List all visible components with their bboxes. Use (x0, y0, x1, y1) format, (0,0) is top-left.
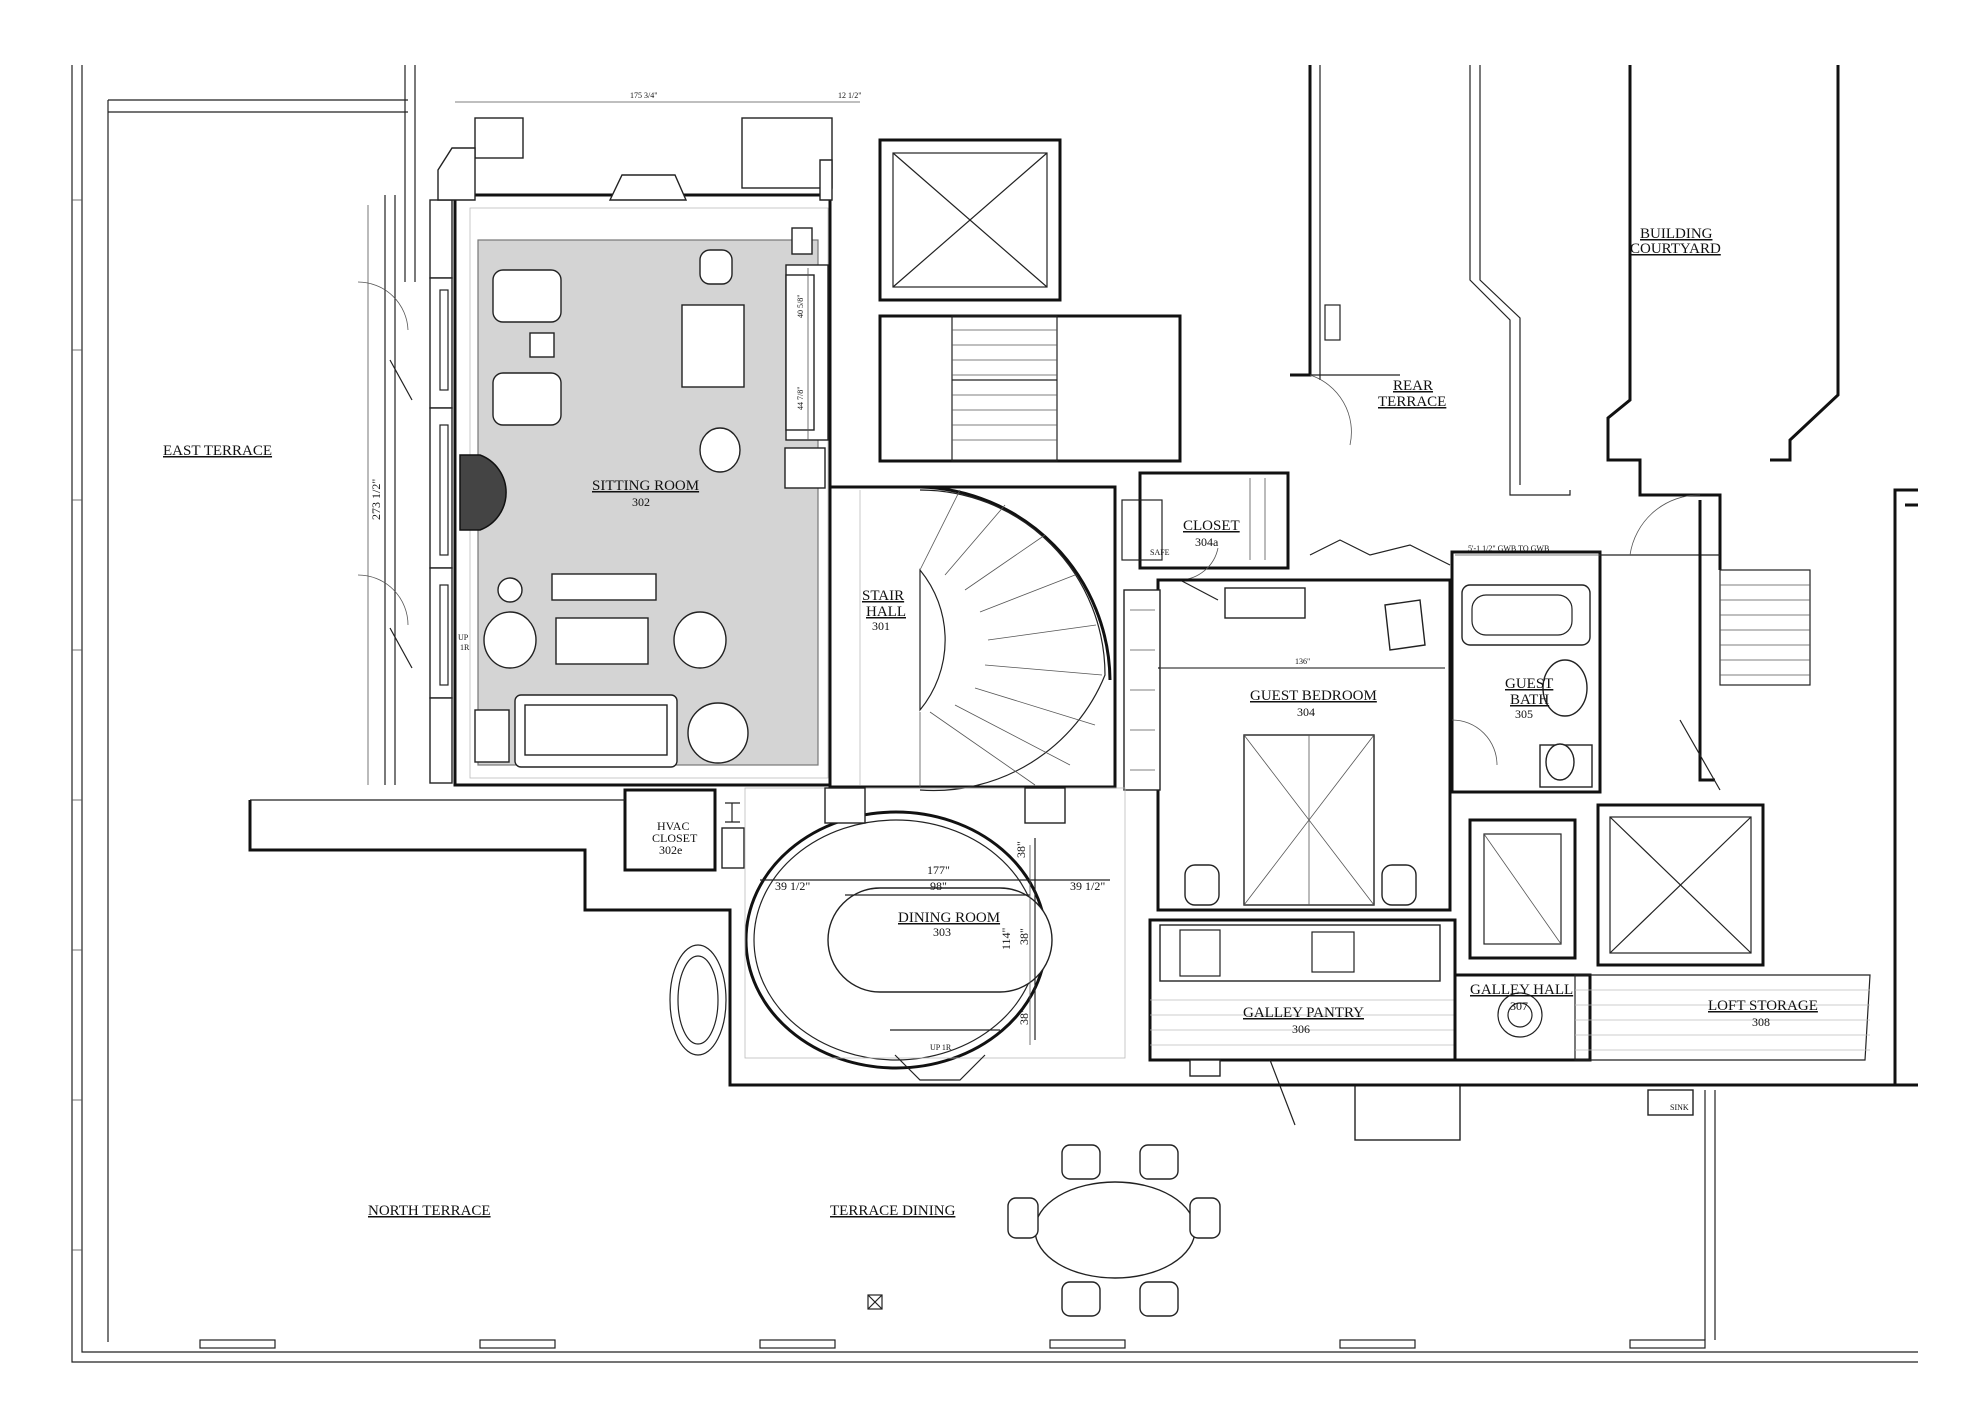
label-dining-room-number: 303 (933, 925, 951, 939)
guest-bath (1450, 550, 1602, 794)
label-galley-hall-number: 307 (1510, 999, 1528, 1013)
label-rear-terrace: REAR (1393, 378, 1433, 394)
label-guest-bedroom: GUEST BEDROOM (1250, 688, 1377, 704)
terrace-dining-set (1007, 1144, 1221, 1317)
label-terrace-dining: TERRACE DINING (830, 1203, 956, 1219)
courtyard (1290, 65, 1918, 1085)
label-guest-bath-2: BATH (1510, 692, 1549, 708)
dimension-labels: 175 3/4" 12 1/2" 273 1/2" 40 5/8" 44 7/8… (369, 91, 1549, 1025)
label-galley-hall: GALLEY HALL (1470, 982, 1573, 998)
label-sitting-room-number: 302 (632, 495, 650, 509)
dim-sofa-lower: 44 7/8" (796, 387, 805, 411)
galley-hall (1453, 803, 1871, 1062)
core (878, 138, 1182, 463)
east-facade (357, 195, 453, 785)
hvac-closet (623, 788, 745, 872)
room-labels: EAST TERRACE SITTING ROOM 302 STAIR HALL… (163, 226, 1818, 1219)
label-stair-hall-2: HALL (866, 604, 906, 620)
label-closet-number: 304a (1195, 535, 1219, 549)
armchair (492, 269, 562, 323)
oval-planter (669, 944, 727, 1056)
label-hvac-closet-2: CLOSET (652, 831, 698, 845)
note-sink: SINK (1670, 1103, 1689, 1112)
dim-top-width: 175 3/4" (630, 91, 658, 100)
label-dining-room: DINING ROOM (898, 910, 1000, 926)
plan-notes: SAFE SINK UP 1R UP 1R (458, 548, 1689, 1112)
dining-room (744, 787, 1126, 1081)
label-hvac-closet: HVAC (657, 819, 689, 833)
dim-dining-98: 98" (930, 879, 947, 893)
dim-dining-38-top: 38" (1014, 841, 1028, 858)
building-outline (71, 65, 1918, 1363)
label-stair-hall-number: 301 (872, 619, 890, 633)
note-1r: 1R (460, 643, 470, 652)
terrace-table (1034, 1181, 1196, 1279)
note-up: UP (458, 633, 469, 642)
dim-dining-left: 39 1/2" (775, 879, 810, 893)
label-hvac-closet-number: 302e (659, 843, 682, 857)
dim-dining-177: 177" (927, 863, 950, 877)
north-walls (248, 799, 1918, 1340)
label-loft-storage: LOFT STORAGE (1708, 998, 1818, 1014)
dim-sitting-height: 273 1/2" (369, 479, 383, 520)
sitting-room (437, 117, 833, 787)
label-guest-bedroom-number: 304 (1297, 705, 1315, 719)
stair-hall (828, 485, 1117, 792)
dim-dining-right: 39 1/2" (1070, 879, 1105, 893)
label-east-terrace: EAST TERRACE (163, 443, 272, 459)
galley-pantry (1148, 918, 1461, 1141)
dim-sofa-upper: 40 5/8" (796, 295, 805, 319)
label-guest-bath: GUEST (1505, 676, 1553, 692)
note-up-1r: UP 1R (930, 1043, 952, 1052)
note-safe: SAFE (1150, 548, 1170, 557)
label-guest-bath-number: 305 (1515, 707, 1533, 721)
closet (1121, 471, 1290, 601)
dining-table (827, 887, 1053, 993)
label-rear-terrace-2: TERRACE (1378, 394, 1446, 410)
label-galley-pantry: GALLEY PANTRY (1243, 1005, 1364, 1021)
label-loft-storage-number: 308 (1752, 1015, 1770, 1029)
fireplace (459, 454, 507, 531)
dim-dining-38-bot: 38" (1017, 1008, 1031, 1025)
dim-dining-38-mid: 38" (1017, 928, 1031, 945)
label-north-terrace: NORTH TERRACE (368, 1203, 491, 1219)
label-stair-hall: STAIR (862, 588, 904, 604)
label-building-courtyard-2: COURTYARD (1630, 241, 1721, 257)
label-closet: CLOSET (1183, 518, 1240, 534)
armchair (492, 372, 562, 426)
label-galley-pantry-number: 306 (1292, 1022, 1310, 1036)
dim-bedroom-width: 136" (1295, 657, 1310, 666)
bathtub (1461, 584, 1591, 646)
dimension-lines (367, 101, 1600, 1045)
label-sitting-room: SITTING ROOM (592, 478, 699, 494)
dim-bath-width: 5'-1 1/2" GWB TO GWB (1468, 544, 1549, 553)
dim-dining-114: 114" (999, 927, 1013, 950)
dim-top-right: 12 1/2" (838, 91, 862, 100)
label-building-courtyard: BUILDING (1640, 226, 1713, 242)
